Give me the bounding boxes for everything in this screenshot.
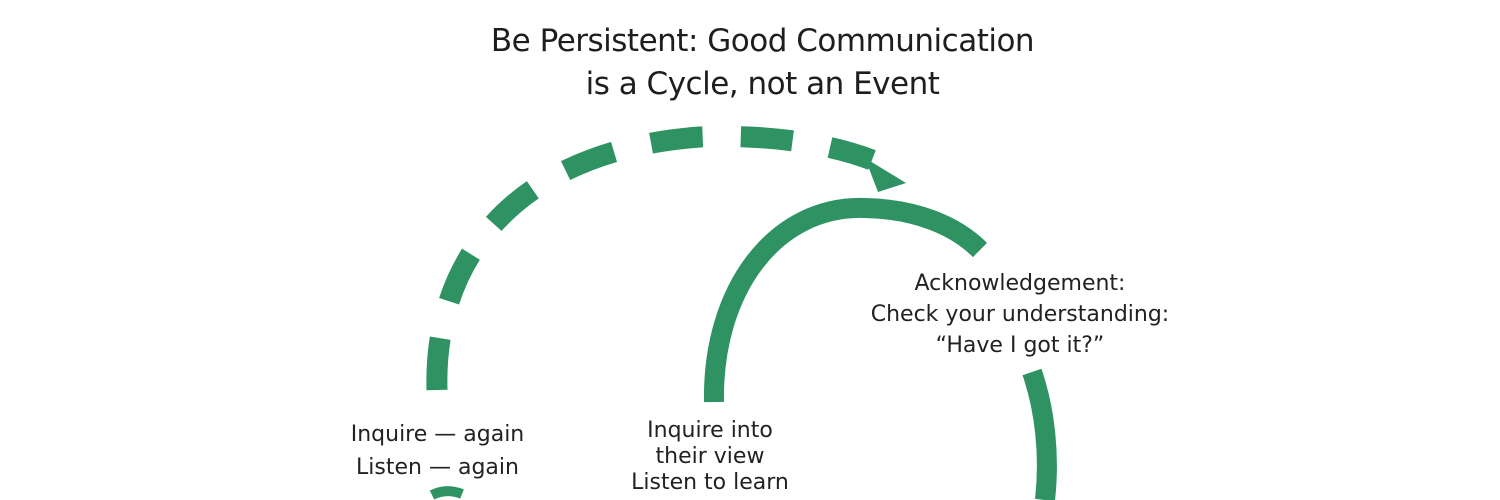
diagram-title: Be Persistent: Good Communication is a C… — [0, 20, 1500, 106]
title-line-2: is a Cycle, not an Event — [585, 66, 940, 102]
bottom-left-arc-fragment — [429, 486, 464, 500]
dashed-cycle-arc — [426, 125, 876, 391]
title-line-1: Be Persistent: Good Communication — [490, 23, 1035, 59]
inquire-their-view-label: Inquire into their view Listen to learn — [600, 418, 820, 496]
listen-again-text: Listen — again — [356, 455, 519, 480]
acknowledgement-label-line-2: Check your understanding: — [870, 302, 1170, 327]
acknowledgement-label: Acknowledgement: Check your understandin… — [830, 268, 1210, 361]
acknowledgement-label-line-3: “Have I got it?” — [935, 333, 1105, 358]
inquire-label-line-3: Listen to learn — [631, 470, 789, 495]
inquire-listen-again-label: Inquire — again Listen — again — [320, 418, 555, 484]
inquire-label-line-2: their view — [655, 444, 765, 469]
acknowledgement-label-line-1: Acknowledgement: — [914, 271, 1126, 296]
inquire-again-text: Inquire — again — [350, 422, 525, 447]
inner-solid-arc — [703, 197, 988, 403]
dashed-arc-arrowhead — [865, 158, 906, 192]
inquire-label-line-1: Inquire into — [647, 418, 773, 443]
right-solid-arc — [1022, 368, 1057, 500]
